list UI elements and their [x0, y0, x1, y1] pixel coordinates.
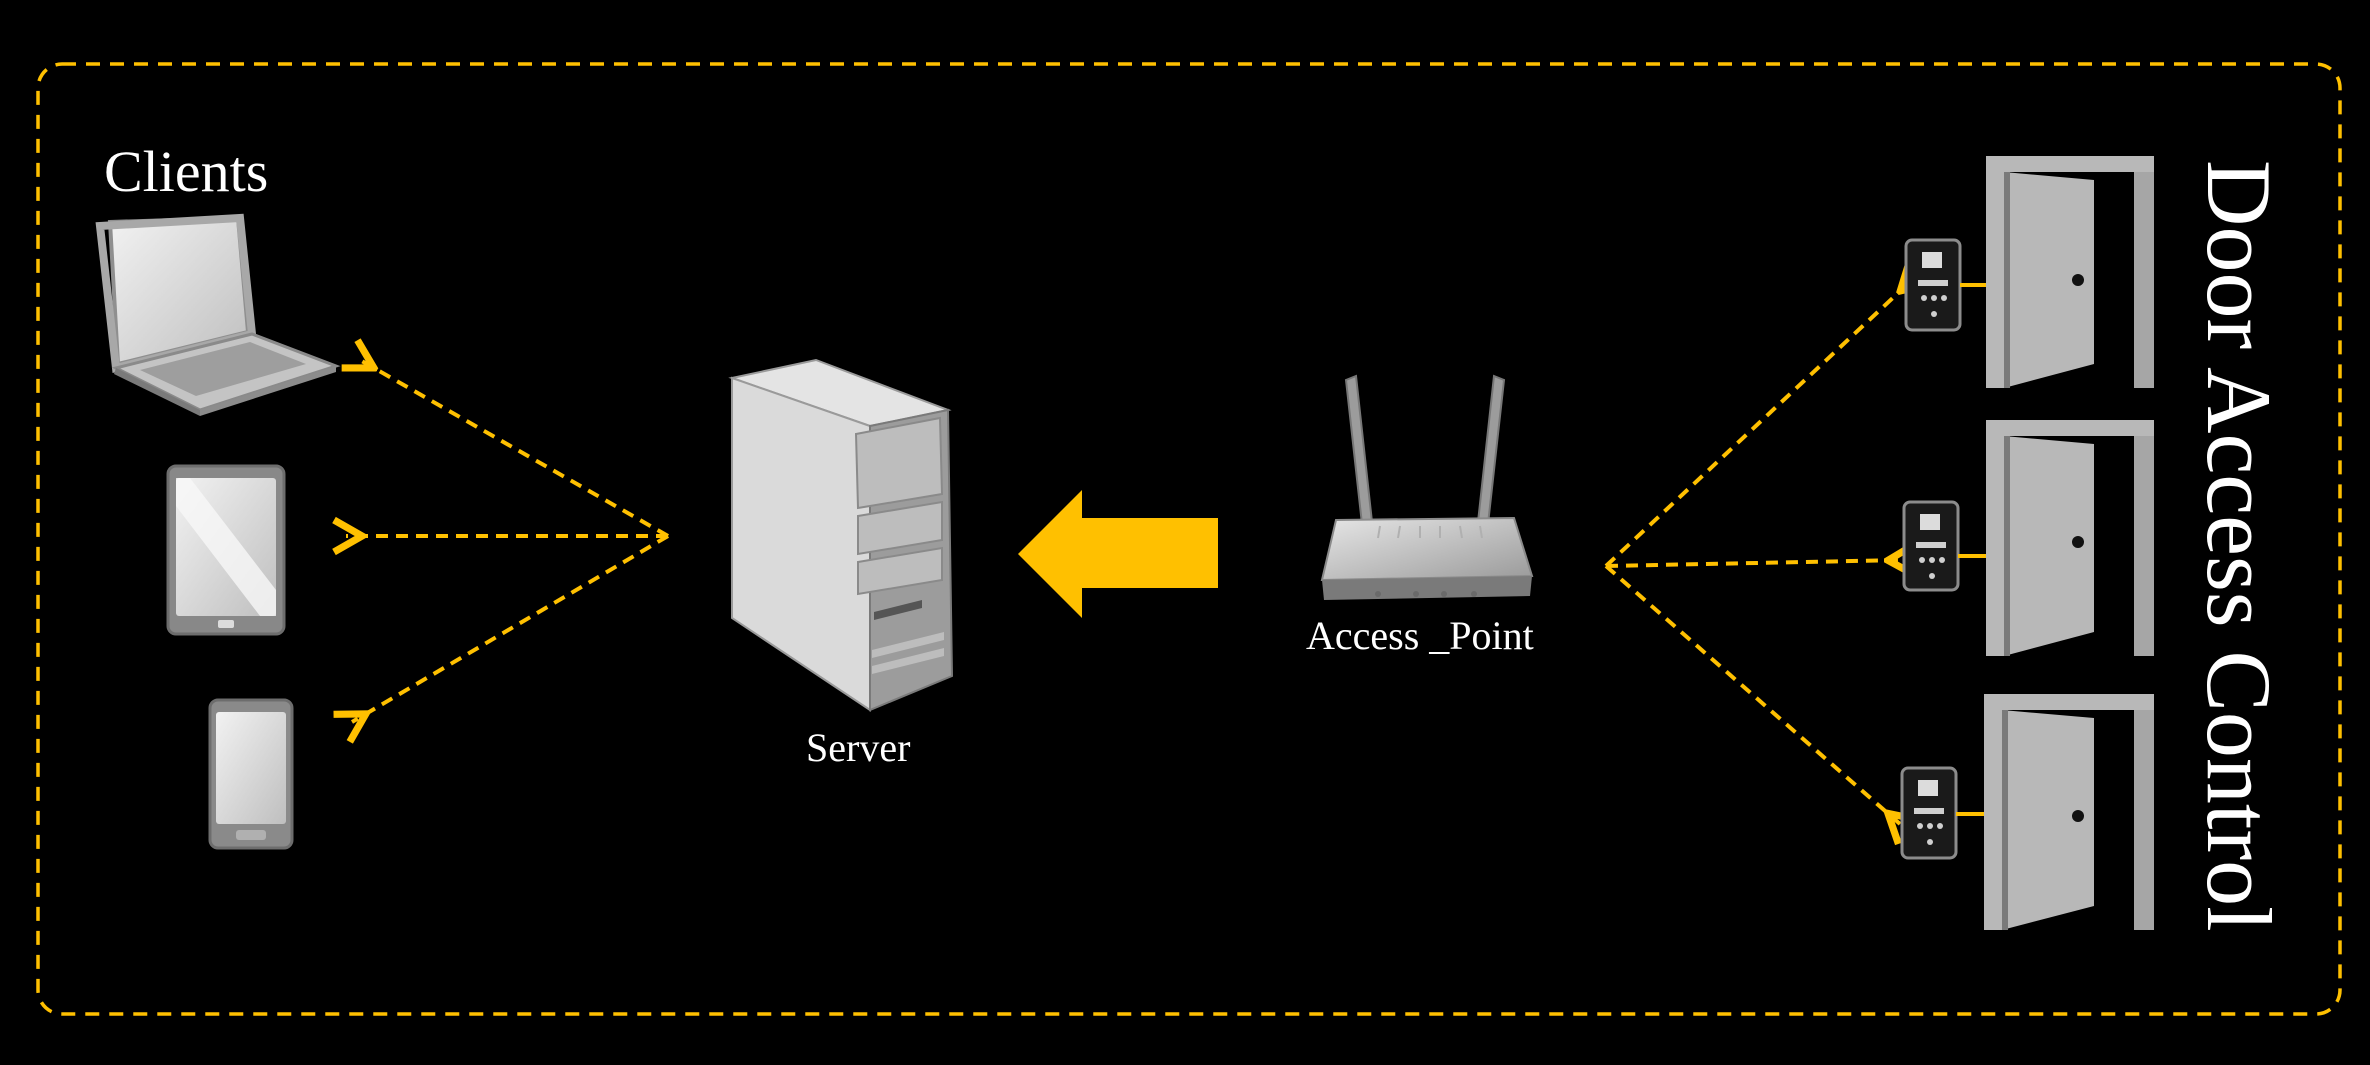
- connection-to-reader-2: [1605, 560, 1904, 566]
- card-reader-icon: [1900, 766, 1958, 860]
- server-tower-icon: [728, 358, 954, 712]
- access-point-label: Access _Point: [1306, 613, 1534, 658]
- connection-to-reader-3: [1604, 564, 1900, 824]
- door-icon: [1984, 694, 2154, 930]
- clients-label: Clients: [104, 139, 269, 204]
- left-arrow-icon: [1018, 490, 1218, 618]
- connection-to-laptop: [360, 360, 669, 538]
- wifi-router-icon: [1320, 374, 1534, 600]
- door-icon: [1986, 420, 2154, 656]
- card-reader-icon: [1902, 500, 1960, 592]
- connection-to-phone: [352, 534, 670, 722]
- server-label: Server: [806, 725, 911, 770]
- connection-to-reader-1: [1604, 280, 1912, 568]
- door-icon: [1986, 156, 2154, 388]
- phone-icon: [208, 698, 294, 850]
- door-unit-2: [1902, 420, 2154, 656]
- diagram-title: Door Access Control: [2188, 160, 2290, 932]
- client-connections: [346, 360, 670, 722]
- dashed-frame: [36, 62, 2342, 1016]
- tablet-icon: [166, 464, 286, 636]
- laptop-icon: [95, 213, 341, 416]
- door-unit-1: [1904, 156, 2154, 388]
- reader-connections: [1604, 280, 1912, 824]
- door-unit-3: [1900, 694, 2154, 930]
- card-reader-icon: [1904, 238, 1962, 332]
